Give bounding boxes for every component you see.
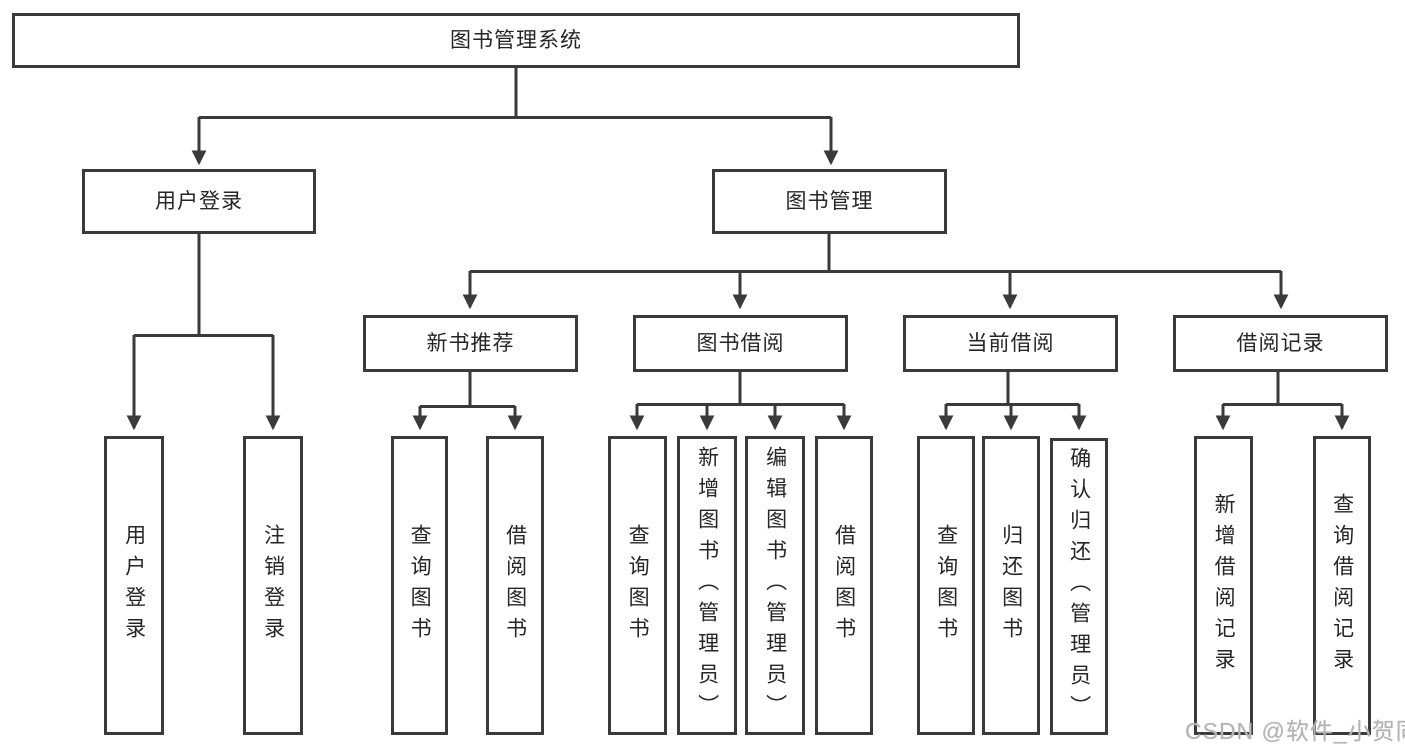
connector-user-login <box>126 234 281 431</box>
node-user-login-branch: 用户登录 <box>82 169 316 234</box>
leaf-recommend-query-book: 查询图书 <box>391 436 448 735</box>
leaf-recommend-borrow-book: 借阅图书 <box>486 436 544 735</box>
leaf-borrow-edit-book-admin: 编辑图书（管理员） <box>745 436 805 735</box>
connector-borrow-records <box>1215 372 1350 431</box>
leaf-borrow-borrow-book: 借阅图书 <box>815 436 873 735</box>
csdn-watermark: CSDN @软件_小贺同学 <box>1185 718 1405 744</box>
leaf-user-login: 用户登录 <box>104 436 164 735</box>
leaf-borrow-query-book: 查询图书 <box>608 436 667 735</box>
node-book-management-branch: 图书管理 <box>712 169 947 234</box>
node-book-borrow: 图书借阅 <box>633 315 848 372</box>
leaf-borrow-add-book-admin: 新增图书（管理员） <box>677 436 737 735</box>
connector-root <box>191 68 839 166</box>
node-borrow-records: 借阅记录 <box>1173 315 1388 372</box>
leaf-records-add-borrow-record: 新增借阅记录 <box>1194 436 1253 735</box>
node-current-borrow: 当前借阅 <box>903 315 1118 372</box>
leaf-records-query-borrow-record: 查询借阅记录 <box>1313 436 1371 735</box>
leaf-current-confirm-return-admin: 确认归还（管理员） <box>1050 438 1108 735</box>
node-new-book-recommend: 新书推荐 <box>363 315 578 372</box>
node-root-library-system: 图书管理系统 <box>12 13 1020 68</box>
leaf-logout-login: 注销登录 <box>243 436 303 735</box>
connector-book-borrow <box>629 372 852 431</box>
connector-current-borrow <box>938 372 1087 431</box>
leaf-current-query-book: 查询图书 <box>917 436 975 735</box>
connector-book-management <box>462 234 1289 310</box>
connector-new-book-recommend <box>412 372 523 431</box>
leaf-current-return-book: 归还图书 <box>982 436 1040 735</box>
